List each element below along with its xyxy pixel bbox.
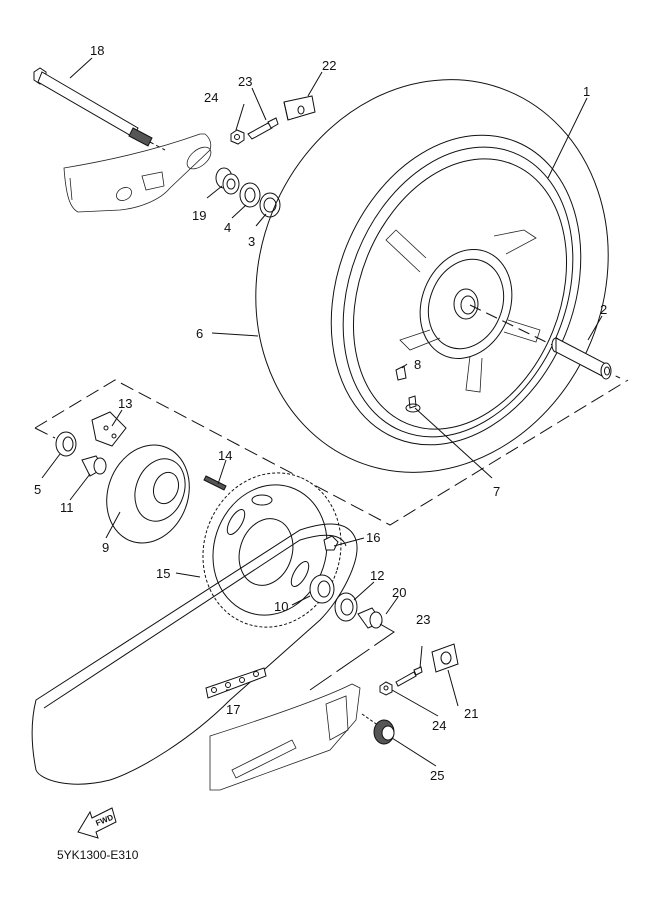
callout-12: 12 <box>370 568 384 583</box>
callout-7: 7 <box>493 484 500 499</box>
assembly-outline-left <box>34 427 56 439</box>
callout-2: 2 <box>600 302 607 317</box>
callout-20: 20 <box>392 585 406 600</box>
callout-19: 19 <box>192 208 206 223</box>
callout-15: 15 <box>156 566 170 581</box>
callouts: 18 23 24 22 19 4 3 1 2 6 8 7 13 5 11 14 … <box>34 43 607 783</box>
callout-1: 1 <box>583 84 590 99</box>
callout-3: 3 <box>248 234 255 249</box>
callout-11: 11 <box>60 500 74 515</box>
callout-24a: 24 <box>204 90 218 105</box>
callout-22: 22 <box>322 58 336 73</box>
axle-spacers <box>215 167 281 218</box>
fwd-arrow-icon: FWD <box>77 807 117 839</box>
callout-10: 10 <box>274 599 288 614</box>
swingarm-right <box>209 683 361 791</box>
callout-23a: 23 <box>238 74 252 89</box>
callout-24b: 24 <box>432 718 446 733</box>
diagram-code: 5YK1300-E310 <box>57 848 139 862</box>
callout-18: 18 <box>90 43 104 58</box>
drive-chain-part <box>31 523 358 785</box>
callout-5: 5 <box>34 482 41 497</box>
lower-adjuster-parts <box>361 643 459 745</box>
callout-17: 17 <box>226 702 240 717</box>
upper-adjuster-parts <box>230 95 316 145</box>
callout-16: 16 <box>366 530 380 545</box>
right-bearings <box>309 574 395 691</box>
callout-23b: 23 <box>416 612 430 627</box>
leader-lines <box>41 57 603 767</box>
callout-6: 6 <box>196 326 203 341</box>
driven-sprocket-part <box>202 472 342 628</box>
swingarm-left <box>63 133 212 213</box>
wheel-collar <box>469 304 621 380</box>
callout-8: 8 <box>414 357 421 372</box>
assembly-outline <box>34 379 629 526</box>
callout-25: 25 <box>430 768 444 783</box>
callout-9: 9 <box>102 540 109 555</box>
sprocket-hub-assembly <box>55 411 227 544</box>
wheel-assembly <box>255 79 609 473</box>
callout-14: 14 <box>218 448 232 463</box>
callout-21: 21 <box>464 706 478 721</box>
callout-13: 13 <box>118 396 132 411</box>
axle-part <box>33 67 166 151</box>
callout-4: 4 <box>224 220 231 235</box>
